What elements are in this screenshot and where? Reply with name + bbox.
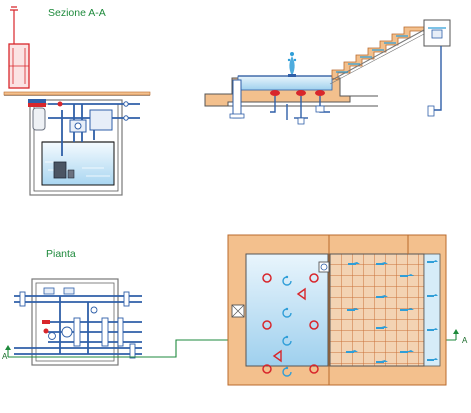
pool-water (237, 75, 333, 91)
plan-jets (282, 276, 292, 377)
plan-valves (19, 291, 136, 359)
plan-flow-arrows (346, 260, 438, 363)
section-machine-room (3, 6, 151, 196)
vent-pipe (10, 6, 18, 44)
pit-valves (57, 101, 129, 133)
pit-water (41, 141, 115, 186)
section-marker-left: A (2, 352, 8, 361)
plan-inlets (262, 273, 319, 374)
filter-vessel (32, 107, 46, 131)
plan-pool (227, 234, 447, 386)
fountain-jet-icon (287, 52, 297, 77)
overflow-pipe (232, 79, 242, 119)
submersible-pump (53, 161, 67, 179)
plan-machine-room (14, 278, 142, 366)
pool-inlets (270, 90, 325, 96)
section-marker-right: A (462, 336, 468, 345)
section-pool (204, 19, 451, 125)
plan-title: Pianta (46, 248, 76, 260)
section-title: Sezione A-A (48, 7, 106, 19)
